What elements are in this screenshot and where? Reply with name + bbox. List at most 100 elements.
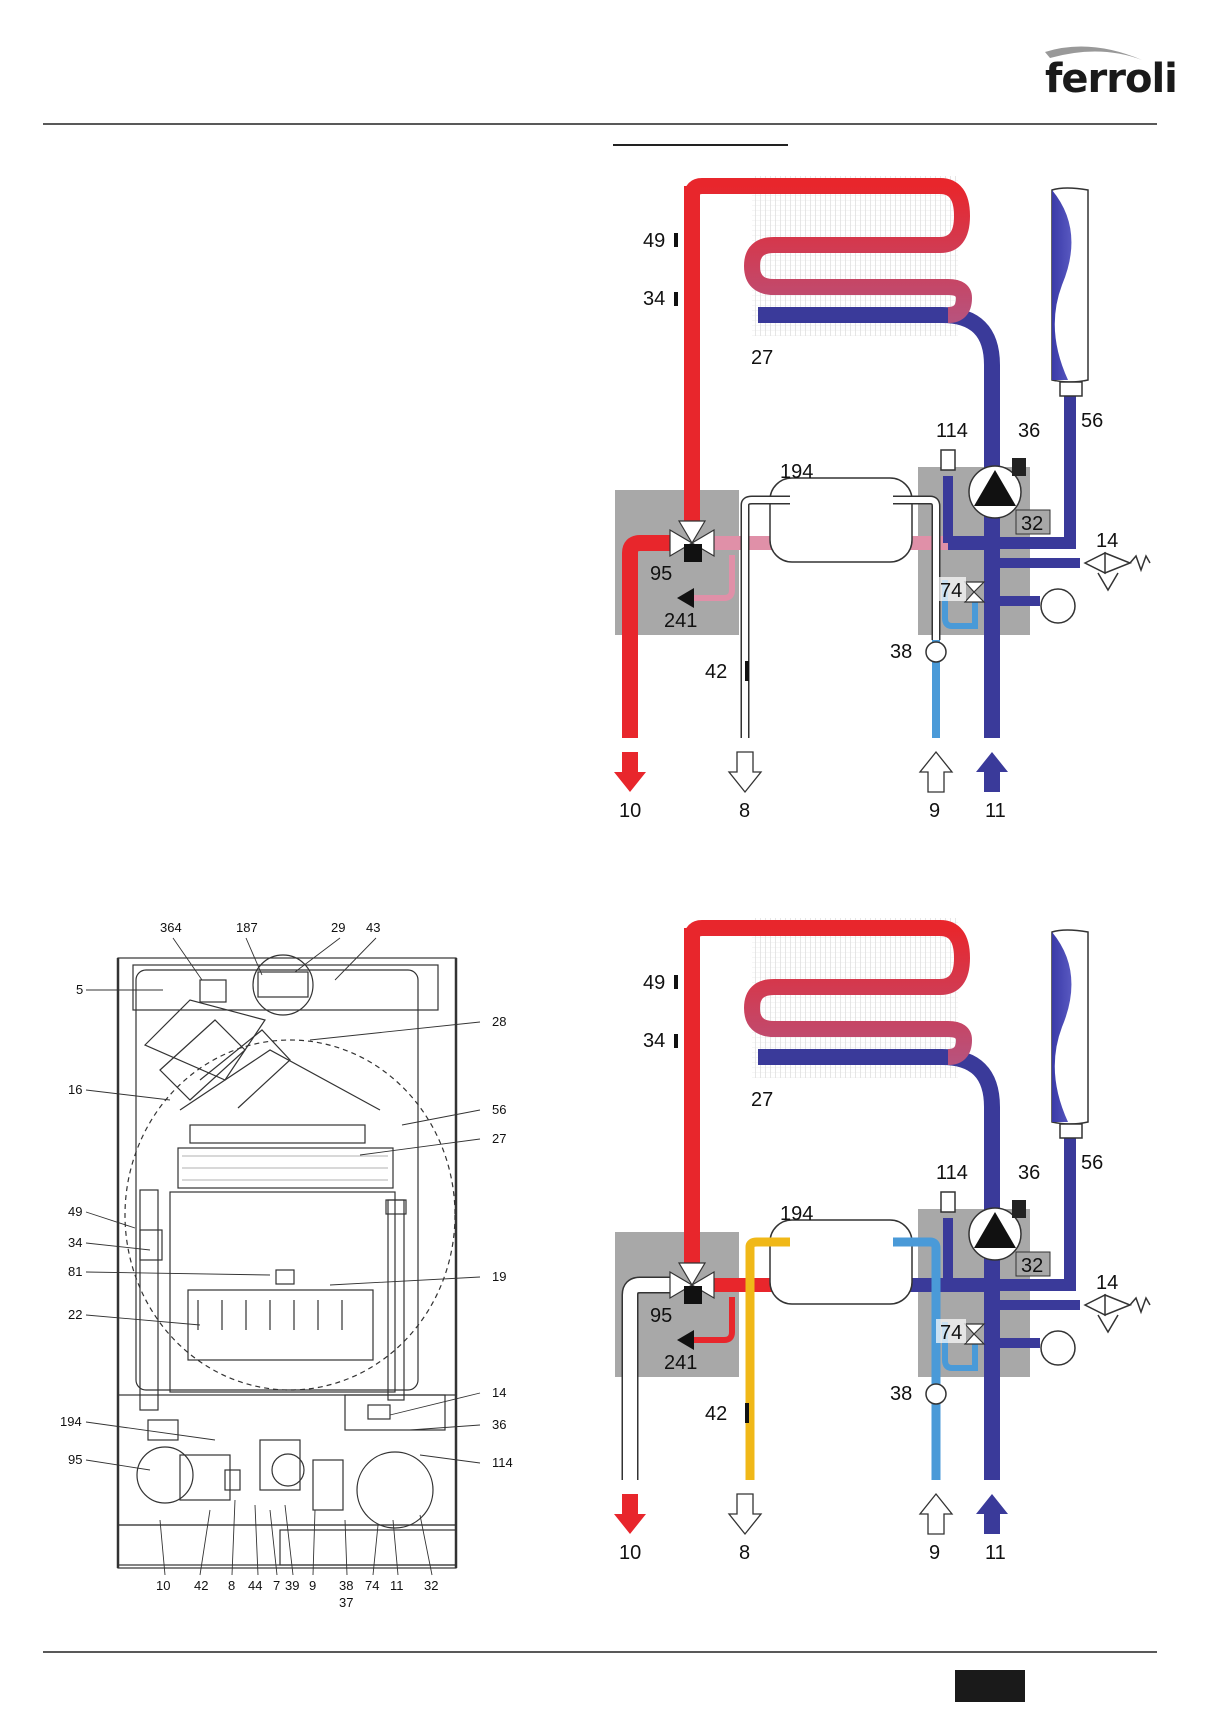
label-34: 34 bbox=[643, 288, 665, 310]
exchanger-fins bbox=[182, 1155, 388, 1181]
inlet-arrow-return bbox=[976, 1494, 1008, 1534]
expansion-pipe bbox=[992, 395, 1076, 549]
label-27: 27 bbox=[492, 1131, 506, 1146]
cold-inlet-pipe bbox=[893, 497, 939, 640]
brand-logo: ferroli bbox=[1045, 46, 1178, 102]
label-11: 11 bbox=[985, 1542, 1006, 1564]
safety-valve-spring-icon bbox=[1129, 554, 1151, 573]
combustion-chamber-box bbox=[169, 1191, 396, 1393]
hydraulic-schematic-heating: 49 34 27 114 36 56 194 32 14 95 74 241 3… bbox=[614, 176, 1151, 822]
pressure-switch bbox=[257, 971, 309, 998]
label-34: 34 bbox=[68, 1235, 82, 1250]
label-b38: 38 bbox=[339, 1578, 353, 1593]
label-364: 364 bbox=[160, 920, 182, 935]
fan-housing bbox=[252, 954, 314, 1016]
smoke-sensor bbox=[199, 979, 227, 1003]
fill-line bbox=[942, 1322, 978, 1371]
label-8: 8 bbox=[739, 800, 750, 822]
valve-port-right bbox=[690, 1270, 715, 1300]
label-42: 42 bbox=[705, 661, 727, 683]
flow-switch bbox=[925, 1383, 947, 1405]
flue-collector bbox=[179, 1049, 381, 1111]
dhw-exchanger-fitting bbox=[147, 1419, 179, 1441]
label-32: 32 bbox=[1021, 513, 1043, 535]
label-74: 74 bbox=[940, 1322, 962, 1344]
label-34: 34 bbox=[643, 1030, 665, 1052]
label-14: 14 bbox=[1096, 530, 1118, 552]
label-36: 36 bbox=[1018, 420, 1040, 442]
bypass-line bbox=[692, 555, 735, 601]
fill-valve-label-box bbox=[936, 1319, 966, 1343]
flow-switch bbox=[925, 641, 947, 663]
label-32: 32 bbox=[1021, 1255, 1043, 1277]
cold-inlet-pipe bbox=[893, 1237, 941, 1480]
casing-top-frame bbox=[132, 964, 439, 1011]
pump-label-box bbox=[1015, 509, 1051, 535]
boiler-leader-lines bbox=[85, 937, 481, 1576]
inlet-arrow-cold bbox=[918, 750, 954, 793]
label-b44: 44 bbox=[248, 1578, 262, 1593]
footer bbox=[43, 1651, 1157, 1702]
expansion-vessel-membrane bbox=[1052, 190, 1072, 380]
auto-air-vent bbox=[1012, 1200, 1026, 1218]
boiler-general-view bbox=[116, 954, 458, 1569]
label-81: 81 bbox=[68, 1264, 82, 1279]
check-valve-icon bbox=[677, 588, 694, 608]
label-38: 38 bbox=[890, 1383, 912, 1405]
sensor-markers bbox=[674, 975, 749, 1423]
label-b11: 11 bbox=[390, 1578, 404, 1593]
label-187: 187 bbox=[236, 920, 258, 935]
label-8: 8 bbox=[739, 1542, 750, 1564]
pump-label-box bbox=[1015, 1251, 1051, 1277]
label-b42: 42 bbox=[194, 1578, 208, 1593]
expansion-vessel-membrane bbox=[1052, 932, 1072, 1122]
label-114: 114 bbox=[936, 420, 968, 442]
inlet-arrow-return bbox=[976, 752, 1008, 792]
label-9: 9 bbox=[929, 1542, 940, 1564]
auto-air-vent bbox=[1012, 458, 1026, 476]
label-b32: 32 bbox=[424, 1578, 438, 1593]
dhw-outlet-pipe bbox=[742, 497, 790, 738]
label-11: 11 bbox=[985, 800, 1006, 822]
label-9: 9 bbox=[929, 800, 940, 822]
label-16: 16 bbox=[68, 1082, 82, 1097]
label-114: 114 bbox=[936, 1162, 968, 1184]
expansion-vessel-fitting bbox=[1059, 1123, 1083, 1139]
label-241: 241 bbox=[664, 1352, 697, 1374]
label-27: 27 bbox=[751, 1089, 773, 1111]
valve-port-left bbox=[669, 528, 694, 558]
label-5: 5 bbox=[76, 982, 83, 997]
inlet-arrow-cold bbox=[918, 1492, 954, 1535]
hydraulic-compartment bbox=[117, 1394, 457, 1526]
boiler-casing bbox=[117, 957, 457, 1569]
label-74: 74 bbox=[940, 580, 962, 602]
pump-impeller-icon bbox=[974, 1212, 1016, 1248]
ignition-electrode bbox=[275, 1269, 295, 1285]
fill-valve-label-box bbox=[936, 577, 966, 601]
fan-motor bbox=[159, 1019, 246, 1101]
label-29: 29 bbox=[331, 920, 345, 935]
return-pipe bbox=[758, 307, 1000, 738]
drain-funnel-icon bbox=[1097, 572, 1119, 592]
hydraulic-schematic-dhw: 49 34 27 114 36 56 194 32 14 95 74 241 3… bbox=[614, 918, 1151, 1564]
label-95: 95 bbox=[650, 563, 672, 585]
label-b7: 7 bbox=[273, 1578, 280, 1593]
bypass-line bbox=[692, 1297, 735, 1343]
fan bbox=[143, 999, 266, 1081]
page-number-tab bbox=[955, 1670, 1025, 1702]
label-28: 28 bbox=[492, 1014, 506, 1029]
air-purge bbox=[940, 1191, 956, 1213]
pump-head bbox=[344, 1394, 446, 1431]
label-49: 49 bbox=[68, 1204, 82, 1219]
drain-funnel-icon bbox=[1097, 1314, 1119, 1334]
heating-outlet-pipe bbox=[622, 535, 676, 738]
label-95: 95 bbox=[68, 1452, 82, 1467]
return-sensor bbox=[385, 1199, 407, 1215]
fill-valve-icon bbox=[963, 1323, 986, 1345]
flue-hood bbox=[199, 1029, 291, 1109]
safety-valve-spring-icon bbox=[1129, 1296, 1151, 1315]
safety-valve-icon bbox=[1083, 1293, 1133, 1317]
diverter-valve-actuator bbox=[684, 544, 702, 562]
label-b74: 74 bbox=[365, 1578, 379, 1593]
